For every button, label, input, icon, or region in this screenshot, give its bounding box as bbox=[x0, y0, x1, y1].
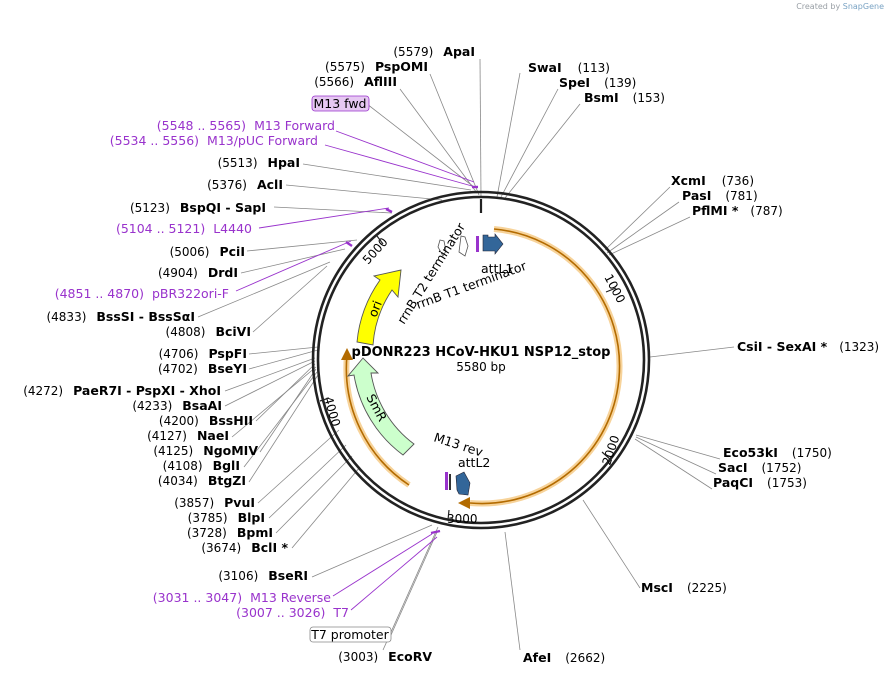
enzyme-paqci: PaqCI(1753) bbox=[713, 475, 807, 490]
rrnb-t2-label: rrnB T2 terminator bbox=[394, 219, 469, 326]
enzyme-btgzi: (4034)BtgZI bbox=[158, 473, 246, 488]
rrnb-t1-feature bbox=[458, 235, 469, 257]
smr-feature bbox=[346, 357, 415, 456]
primer-m13-puc-forward: (5534 .. 5556)M13/pUC Forward bbox=[110, 133, 318, 148]
backbone-inner bbox=[316, 195, 646, 525]
enzyme-bpmi: (3728)BpmI bbox=[187, 525, 273, 540]
enzyme-bseyi: (4702)BseYI bbox=[158, 361, 247, 376]
enzyme-bsssi-bsssai: (4833)BssSI - BssSαI bbox=[46, 309, 195, 324]
enzyme-ecorv: (3003)EcoRV bbox=[338, 649, 432, 664]
orf-arrowhead-main bbox=[458, 497, 470, 509]
enzyme-afliii: (5566)AflIII bbox=[314, 74, 397, 89]
enzyme-pcii: (5006)PciI bbox=[170, 244, 245, 259]
enzyme-pflmi: PflMI *(787) bbox=[692, 203, 783, 218]
enzyme-bsmi: BsmI(153) bbox=[584, 90, 665, 105]
attl1-label: attL1 bbox=[481, 261, 513, 276]
primer-leader-lines bbox=[235, 130, 475, 611]
enzyme-apai: (5579)ApaI bbox=[393, 44, 475, 59]
attl2-feature bbox=[455, 471, 471, 496]
primer-m13-reverse: (3031 .. 3047)M13 Reverse bbox=[153, 590, 331, 605]
primer-pbr322ori-f: (4851 .. 4870)pBR322ori-F bbox=[55, 286, 229, 301]
enzyme-ngomiv: (4125)NgoMIV bbox=[153, 443, 258, 458]
enzyme-drdi: (4904)DrdI bbox=[158, 265, 238, 280]
enzyme-pasi: PasI(781) bbox=[682, 188, 758, 203]
enzyme-bspqi-sapi: (5123)BspQI - SapI bbox=[130, 200, 266, 215]
enzyme-naei: (4127)NaeI bbox=[147, 428, 229, 443]
primer-l4440: (5104 .. 5121)L4440 bbox=[116, 221, 252, 236]
enzyme-bcivi: (4808)BciVI bbox=[166, 324, 251, 339]
ori-feature bbox=[356, 269, 402, 346]
credit-brand: SnapGene bbox=[842, 2, 884, 11]
ori-label: ori bbox=[365, 298, 385, 319]
enzyme-hpai: (5513)HpaI bbox=[218, 155, 300, 170]
enzyme-bsshii: (4200)BssHII bbox=[159, 413, 253, 428]
attl2-label: attL2 bbox=[458, 455, 490, 470]
leader-lines bbox=[197, 58, 735, 651]
primer-t7: (3007 .. 3026)T7 bbox=[236, 605, 349, 620]
enzyme-pspfi: (4706)PspFI bbox=[159, 346, 247, 361]
right-enzyme-labels: SwaI(113) SpeI(139) BsmI(153) XcmI(736) … bbox=[523, 60, 879, 665]
left-enzyme-labels: (5579)ApaI (5575)PspOMI (5566)AflIII (55… bbox=[23, 44, 475, 664]
enzyme-acli: (5376)AclI bbox=[207, 177, 283, 192]
enzyme-pspomi: (5575)PspOMI bbox=[325, 59, 428, 74]
credit-prefix: Created by bbox=[796, 2, 841, 11]
enzyme-swai: SwaI(113) bbox=[528, 60, 610, 75]
rrnb-t2-feature bbox=[437, 239, 447, 257]
orf-arc-main-core bbox=[469, 228, 621, 505]
m13-rev-site bbox=[445, 472, 448, 490]
tick-marks bbox=[319, 235, 617, 521]
primer-marks bbox=[345, 185, 478, 535]
enzyme-msci: MscI(2225) bbox=[641, 580, 727, 595]
enzyme-pvui: (3857)PvuI bbox=[174, 495, 255, 510]
enzyme-bsaai: (4233)BsaAI bbox=[132, 398, 222, 413]
snapgene-credit: Created by SnapGene bbox=[796, 2, 884, 11]
t7-promoter-box bbox=[309, 626, 392, 643]
attl1-feature bbox=[482, 233, 504, 255]
enzyme-bcli: (3674)BclI * bbox=[201, 540, 288, 555]
t7-promoter-box-label: T7 promoter bbox=[310, 627, 389, 642]
m13-fwd-box-label: M13 fwd bbox=[313, 96, 366, 111]
primer-m13-forward: (5548 .. 5565)M13 Forward bbox=[157, 118, 335, 133]
primer-labels: (5548 .. 5565)M13 Forward (5534 .. 5556)… bbox=[55, 118, 349, 620]
plasmid-length: 5580 bp bbox=[456, 360, 506, 374]
enzyme-csii-sexai: CsiI - SexAI *(1323) bbox=[737, 339, 879, 354]
plasmid-name: pDONR223 HCoV-HKU1 NSP12_stop bbox=[352, 345, 611, 360]
enzyme-afei: AfeI(2662) bbox=[523, 650, 605, 665]
tick-3000: 3000 bbox=[447, 512, 478, 526]
enzyme-xcmi: XcmI(736) bbox=[671, 173, 754, 188]
enzyme-spei: SpeI(139) bbox=[559, 75, 636, 90]
m13-fwd-site bbox=[476, 236, 479, 252]
tick-2000: 2000 bbox=[600, 434, 623, 467]
m13-fwd-box bbox=[311, 95, 370, 112]
orf-arrowhead-left bbox=[341, 348, 353, 360]
enzyme-bseri: (3106)BseRI bbox=[218, 568, 308, 583]
enzyme-bgli: (4108)BglI bbox=[163, 458, 240, 473]
orf-arc-left-core bbox=[345, 354, 410, 486]
enzyme-paer7i-pspxi-xhoi: (4272)PaeR7I - PspXI - XhoI bbox=[23, 383, 221, 398]
enzyme-blpi: (3785)BlpI bbox=[188, 510, 265, 525]
enzyme-eco53ki: Eco53kI(1750) bbox=[723, 445, 832, 460]
t7-site bbox=[449, 474, 451, 490]
enzyme-saci: SacI(1752) bbox=[718, 460, 801, 475]
backbone-outer bbox=[311, 190, 651, 530]
